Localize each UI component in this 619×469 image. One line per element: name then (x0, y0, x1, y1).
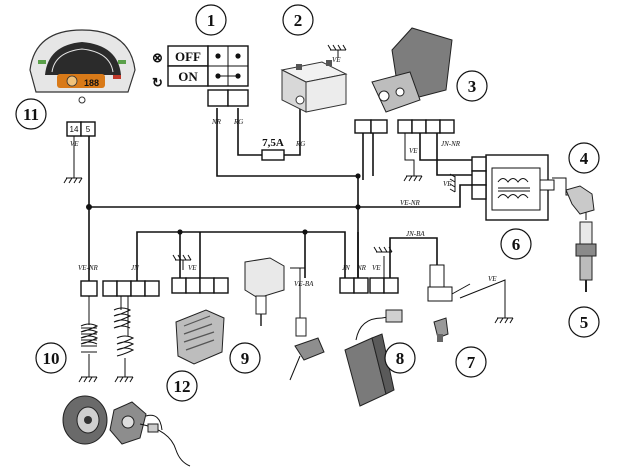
switch-on-label: ON (178, 69, 198, 84)
label-nr-mid: NR (356, 264, 367, 272)
label-ve-nr-left: VE-NR (78, 264, 99, 272)
label-ve-nr-main: VE-NR (400, 199, 421, 207)
label-ve-ba: VE-BA (294, 280, 314, 288)
callout-11: 11 (23, 105, 39, 124)
label-jn-left: JN (131, 264, 139, 272)
rotate-symbol: ↻ (152, 75, 163, 90)
label-ve-sensor: VE (488, 275, 497, 283)
callout-10: 10 (43, 349, 60, 368)
callout-7: 7 (467, 353, 476, 372)
label-nr-switch: NR (211, 118, 222, 126)
spark-plug (565, 185, 597, 292)
relay-module (344, 309, 403, 407)
callout-5: 5 (580, 313, 589, 332)
battery (280, 60, 348, 113)
ignition-switch: ⊗ ↻ OFF ON (152, 45, 249, 107)
fuse: 7,5A (261, 137, 285, 161)
callout-9: 9 (241, 349, 250, 368)
dash-pin-14: 14 (70, 125, 79, 134)
callout-12: 12 (174, 377, 191, 396)
label-jn-mid: JN (342, 264, 350, 272)
label-ve-dash: VE (70, 140, 79, 148)
voltage-regulator (175, 309, 225, 365)
switch-off-label: OFF (175, 49, 201, 64)
wiring (73, 108, 587, 336)
cdi-unit (354, 27, 455, 134)
ground-symbols (63, 44, 514, 383)
callout-1: 1 (207, 11, 216, 30)
sensor-9 (244, 257, 325, 381)
callout-6: 6 (512, 235, 521, 254)
label-ve-battery: VE (332, 56, 341, 64)
temperature-sensor (427, 264, 471, 342)
callout-3: 3 (468, 77, 477, 96)
callouts: 1 2 3 4 5 6 7 8 9 10 11 12 (15, 4, 600, 402)
label-ve-regulator: VE (188, 264, 197, 272)
dash-pin-5: 5 (86, 125, 91, 134)
instrument-cluster: 188 14 5 (29, 29, 136, 137)
fuse-rating: 7,5A (262, 137, 284, 149)
callout-4: 4 (580, 149, 589, 168)
connectors-lower (80, 277, 399, 297)
junction-dots (86, 173, 361, 235)
dash-display: 188 (84, 78, 99, 88)
label-ve-mid: VE (372, 264, 381, 272)
label-rg-battery: RG (295, 140, 305, 148)
lock-symbol: ⊗ (152, 50, 163, 65)
callout-8: 8 (396, 349, 405, 368)
label-ve-coil: VE (443, 180, 452, 188)
label-ve-cdi: VE (409, 147, 418, 155)
label-jn-ba: JN-BA (406, 230, 425, 238)
callout-2: 2 (294, 11, 303, 30)
label-rg-switch: RG (233, 118, 243, 126)
ignition-coil (471, 154, 555, 221)
wire-labels: NR RG RG VE VE VE JN-NR VE-NR VE-NR JN V… (70, 56, 497, 288)
stator-coils (80, 307, 135, 369)
label-jn-nr: JN-NR (441, 140, 461, 148)
flywheel-stator (62, 395, 191, 467)
